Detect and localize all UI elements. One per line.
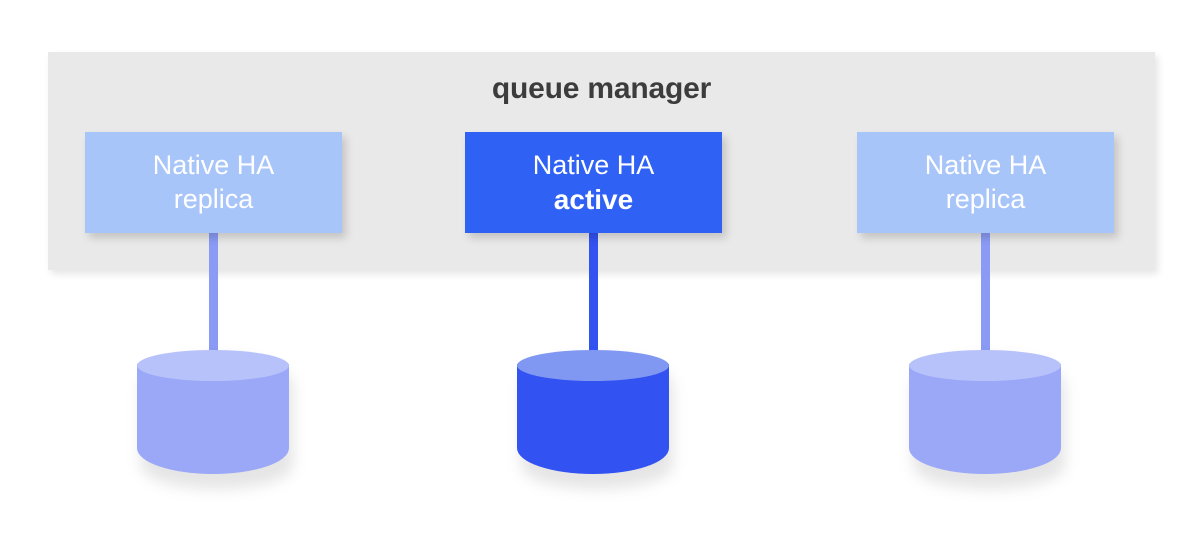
node-box-left-replica[interactable]: Native HA replica	[85, 132, 342, 233]
storage-cylinder-left[interactable]	[137, 350, 293, 489]
queue-manager-title: queue manager	[491, 72, 712, 105]
storage-cylinder-center[interactable]	[517, 350, 673, 489]
cylinder-top-ellipse	[909, 350, 1061, 381]
node-right-line1: Native HA	[924, 149, 1047, 180]
connector-left-replica	[209, 233, 218, 365]
cylinder-body	[517, 364, 669, 474]
node-left-line2: replica	[173, 183, 254, 214]
cylinder-body	[909, 364, 1061, 474]
connector-center-active	[589, 233, 598, 365]
connector-right-replica	[981, 233, 990, 365]
node-box-right-replica[interactable]: Native HA replica	[857, 132, 1114, 233]
node-box-center-active[interactable]: Native HA active	[465, 132, 722, 233]
storage-cylinder-right[interactable]	[909, 350, 1065, 489]
node-center-line2: active	[553, 183, 634, 215]
cylinder-top-ellipse	[517, 350, 669, 381]
cylinder-top-ellipse	[137, 350, 289, 381]
node-right-line2: replica	[945, 183, 1026, 214]
cylinder-body	[137, 364, 289, 474]
node-left-line1: Native HA	[152, 149, 275, 180]
node-center-line1: Native HA	[532, 149, 655, 180]
